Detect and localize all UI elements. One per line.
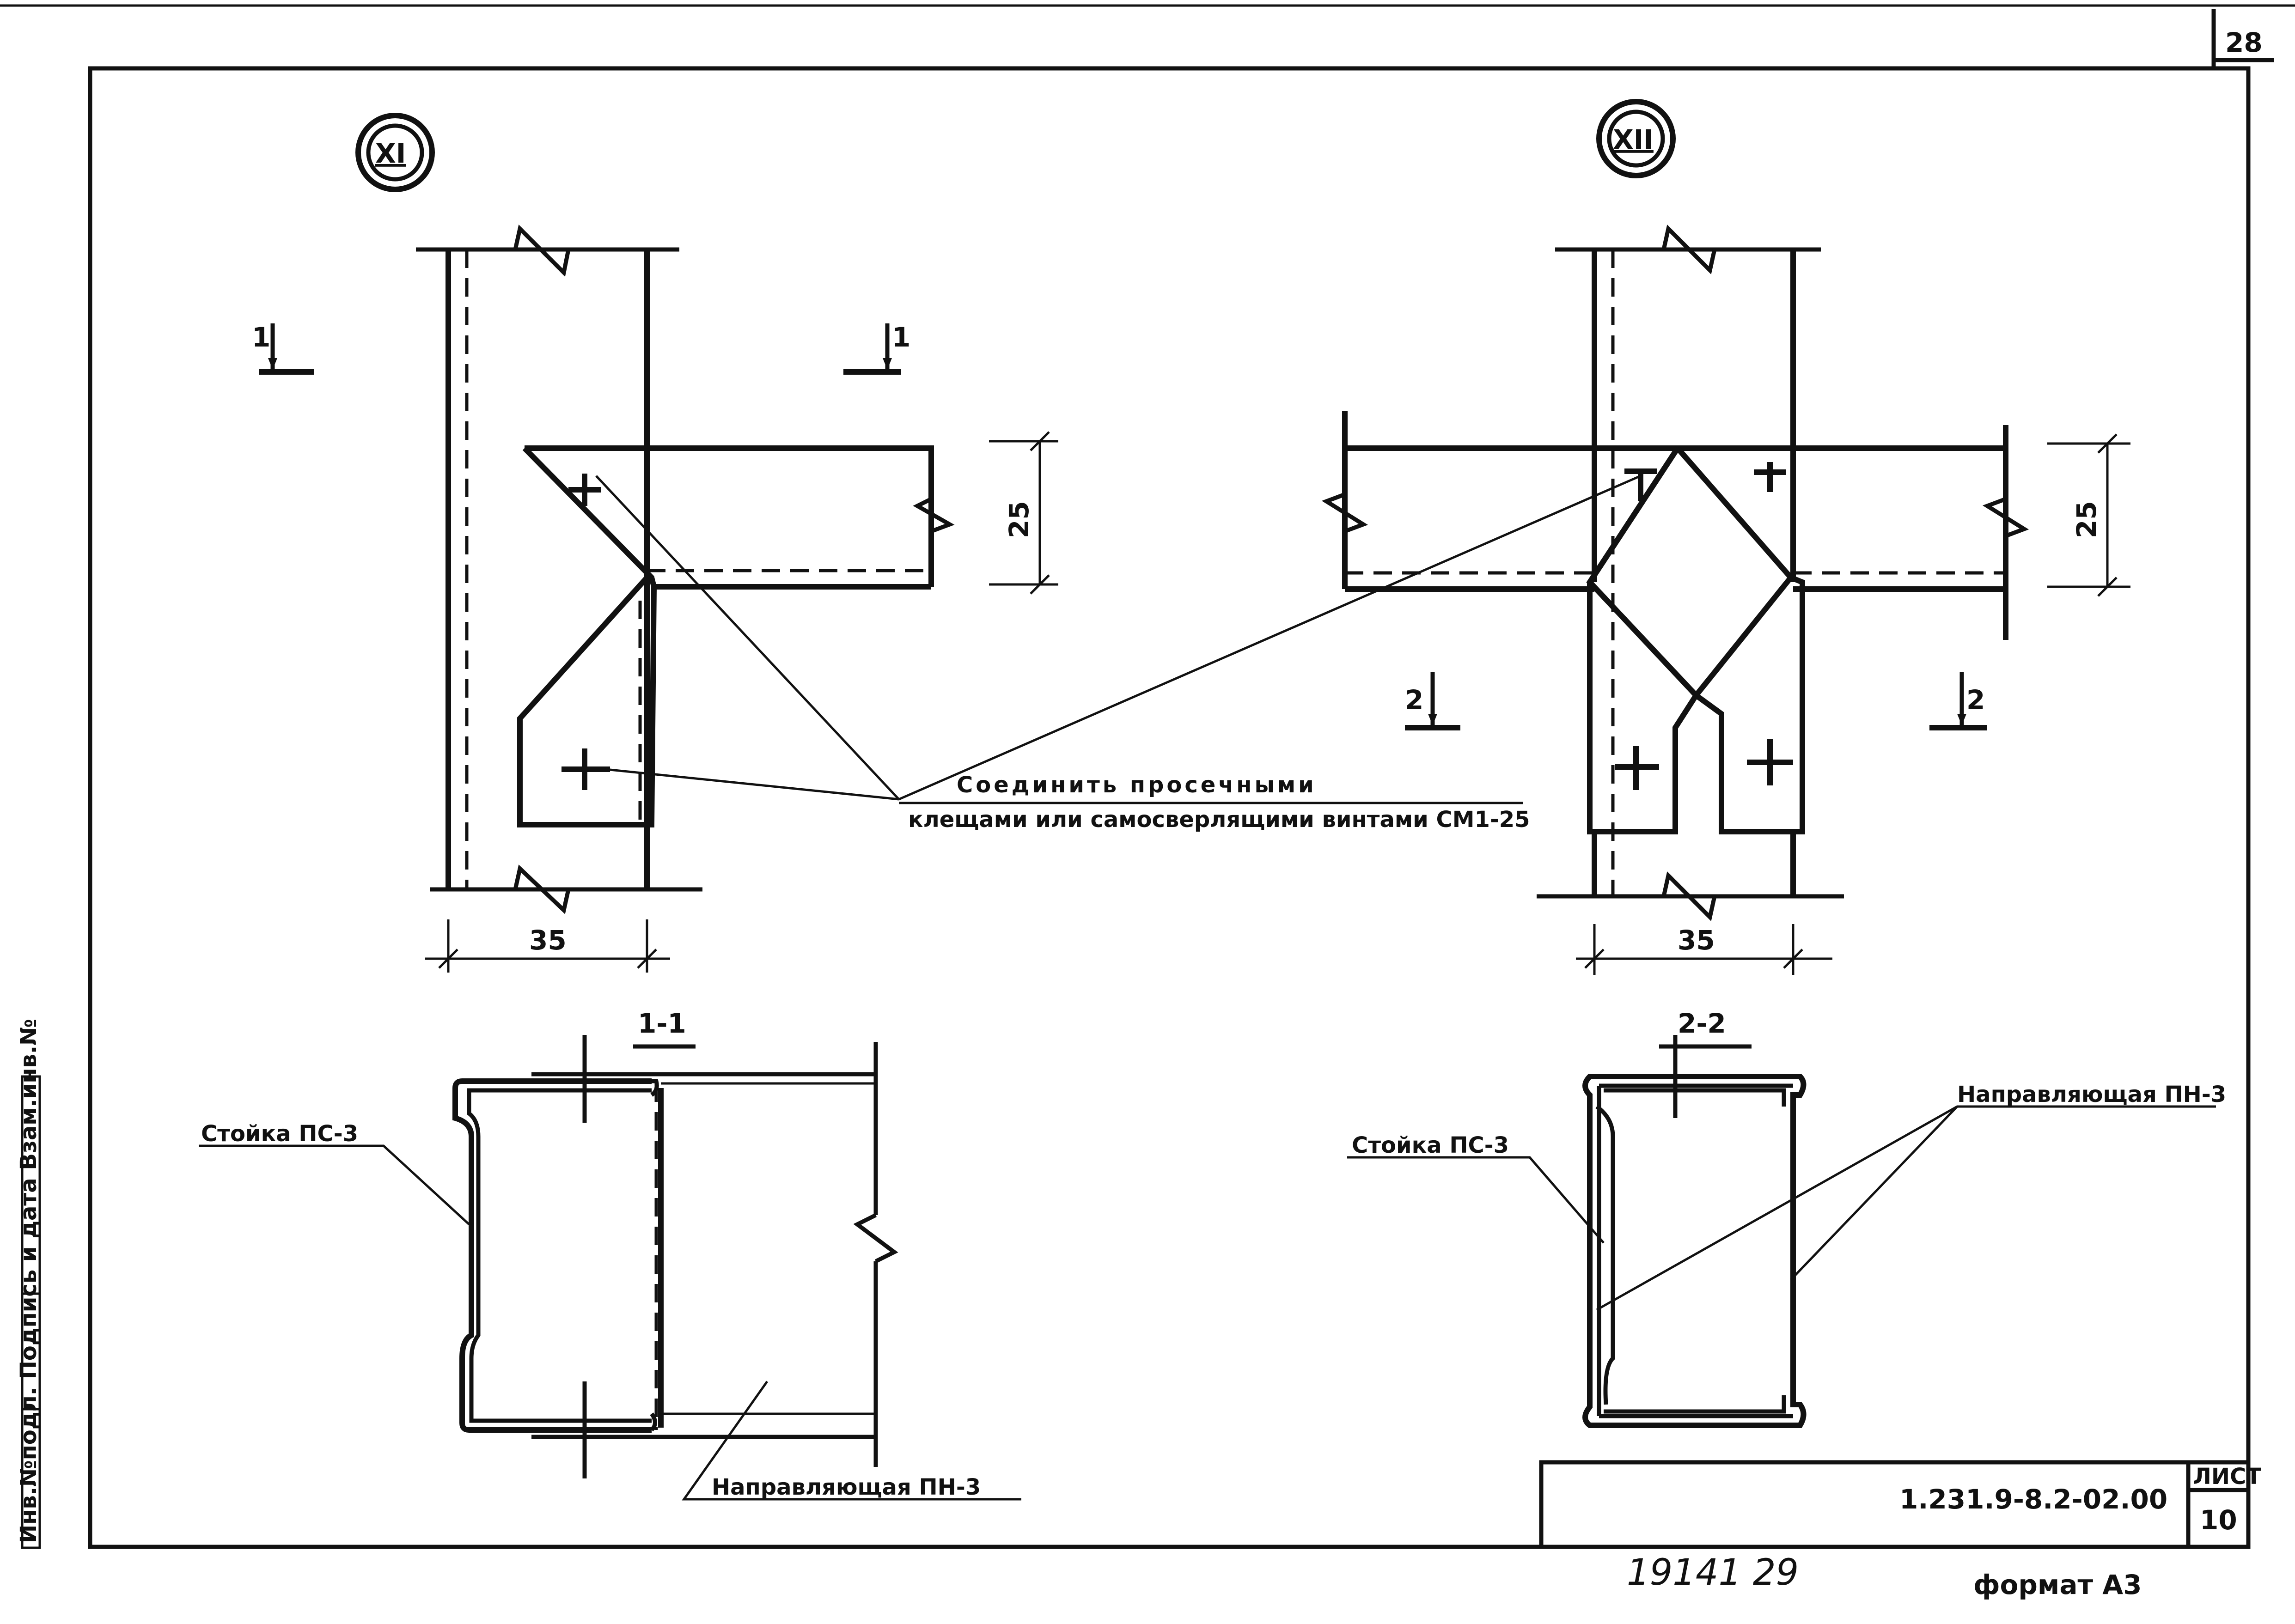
section-2-2 [1347, 1035, 2216, 1428]
callout-line-2: клещами или самосверлящими винтами СМ1-2… [908, 807, 1530, 833]
cut-1-right-label: 1 [892, 322, 910, 353]
node-xi-marker: XI [375, 138, 406, 169]
node-xii-dim-width: 35 [1678, 925, 1715, 956]
section-2-2-title: 2-2 [1678, 1008, 1726, 1039]
section-1-1-guide-label: Направляющая ПН-3 [712, 1474, 981, 1500]
sheet-label: ЛИСТ [2193, 1464, 2261, 1490]
designation-code: 1.231.9-8.2-02.00 [1899, 1484, 2167, 1515]
node-xii: XII [1321, 99, 2130, 975]
handwritten-note: 19141 29 [1627, 1552, 1799, 1594]
callout-leaders [595, 474, 1641, 804]
side-stamp: Инв.№подл. Подпись и дата Взам.инв.№ [16, 1019, 42, 1549]
node-xii-marker: XII [1613, 124, 1654, 155]
node-xi-dim-width: 35 [529, 925, 567, 956]
side-stamp-text: Инв.№подл. Подпись и дата Взам.инв.№ [16, 1019, 42, 1543]
top-right-number: 28 [2225, 27, 2263, 58]
section-1-1-title: 1-1 [638, 1008, 686, 1039]
section-2-2-guide-label: Направляющая ПН-3 [1957, 1082, 2226, 1107]
drawing-frame [0, 4, 2295, 1549]
section-1-1-post-label: Стойка ПС-3 [201, 1121, 358, 1147]
node-xi: XI [259, 113, 1058, 973]
callout-line-1: Соединить просечными [957, 772, 1317, 798]
section-1-1 [199, 1035, 1021, 1501]
cut-2-right-label: 2 [1966, 684, 1985, 716]
title-block [1539, 1460, 2251, 1549]
node-xii-dim-height: 25 [2071, 501, 2102, 538]
cut-1-left-label: 1 [252, 322, 270, 353]
section-2-2-post-label: Стойка ПС-3 [1352, 1132, 1509, 1158]
sheet-number: 10 [2200, 1504, 2237, 1536]
format-label: формат А3 [1973, 1569, 2142, 1600]
cut-2-left-label: 2 [1405, 684, 1423, 716]
node-xi-dim-height: 25 [1003, 501, 1035, 538]
